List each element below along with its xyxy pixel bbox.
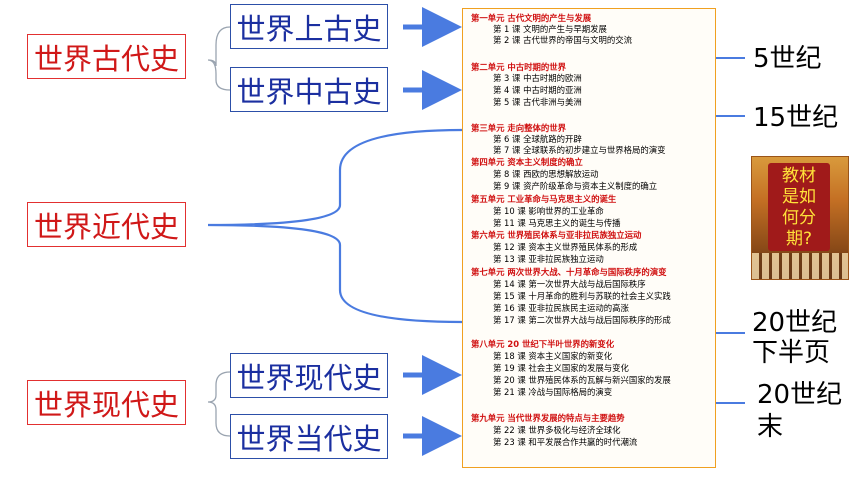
lesson-item: 第 14 课 第一次世界大战与战后国际秩序 — [493, 279, 646, 289]
unit-title: 第六单元 世界殖民体系与亚非拉民族独立运动 — [471, 230, 642, 240]
lesson-item: 第 3 课 中古时期的欧洲 — [493, 73, 582, 83]
colosseum-decoration — [752, 253, 848, 279]
unit-title: 第五单元 工业革命与马克思主义的诞生 — [471, 194, 617, 204]
unit-title: 第三单元 走向整体的世界 — [471, 123, 567, 133]
lesson-item: 第 17 课 第二次世界大战与战后国际秩序的形成 — [493, 315, 671, 325]
era-ancient: 世界古代史 — [27, 34, 186, 79]
lesson-item: 第 15 课 十月革命的胜利与苏联的社会主义实践 — [493, 291, 671, 301]
marker-20th-century-end: 20世纪 — [757, 380, 843, 410]
unit-title: 第四单元 资本主义制度的确立 — [471, 157, 583, 167]
period-antiquity: 世界上古史 — [230, 4, 388, 49]
lesson-item: 第 18 课 资本主义国家的新变化 — [493, 351, 613, 361]
unit-title: 第一单元 古代文明的产生与发展 — [471, 13, 592, 23]
period-middle-ages: 世界中古史 — [230, 67, 388, 112]
textbook-cover-image: 教材 是如 何分 期? — [751, 156, 849, 280]
lesson-item: 第 9 课 资产阶级革命与资本主义制度的确立 — [493, 181, 658, 191]
lesson-item: 第 1 课 文明的产生与早期发展 — [493, 24, 607, 34]
marker-20th-century-half-line2: 下半页 — [752, 338, 831, 368]
lesson-item: 第 5 课 古代非洲与美洲 — [493, 97, 582, 107]
marker-15th-century: 15世纪 — [753, 103, 839, 133]
era-modern: 世界现代史 — [27, 380, 186, 425]
era-early-modern: 世界近代史 — [27, 202, 186, 247]
lesson-item: 第 2 课 古代世界的帝国与文明的交流 — [493, 35, 632, 45]
period-contemporary: 世界当代史 — [230, 414, 388, 459]
lesson-item: 第 19 课 社会主义国家的发展与变化 — [493, 363, 629, 373]
lesson-item: 第 23 课 和平发展合作共赢的时代潮流 — [493, 437, 638, 447]
lesson-item: 第 20 课 世界殖民体系的瓦解与新兴国家的发展 — [493, 375, 671, 385]
lesson-item: 第 4 课 中古时期的亚洲 — [493, 85, 582, 95]
lesson-item: 第 10 课 影响世界的工业革命 — [493, 206, 604, 216]
lesson-item: 第 6 课 全球航路的开辟 — [493, 134, 582, 144]
modern-bracket — [207, 371, 231, 437]
period-modern: 世界现代史 — [230, 353, 388, 398]
lesson-item: 第 11 课 马克思主义的诞生与传播 — [493, 218, 621, 228]
lesson-item: 第 12 课 资本主义世界殖民体系的形成 — [493, 242, 638, 252]
unit-title: 第七单元 两次世界大战、十月革命与国际秩序的演变 — [471, 267, 667, 277]
lesson-item: 第 22 课 世界多极化与经济全球化 — [493, 425, 621, 435]
lesson-item: 第 13 课 亚非拉民族独立运动 — [493, 254, 604, 264]
lesson-item: 第 7 课 全球联系的初步建立与世界格局的演变 — [493, 145, 666, 155]
lesson-item: 第 16 课 亚非拉民族民主运动的高涨 — [493, 303, 629, 313]
book-question: 教材 是如 何分 期? — [768, 163, 830, 251]
marker-5th-century: 5世纪 — [753, 44, 822, 74]
marker-20th-century-half: 20世纪 — [752, 308, 838, 338]
ancient-bracket — [207, 26, 231, 91]
lesson-item: 第 8 课 西欧的思想解放运动 — [493, 169, 599, 179]
unit-title: 第二单元 中古时期的世界 — [471, 62, 567, 72]
unit-title: 第八单元 20 世纪下半叶世界的新变化 — [471, 339, 615, 349]
textbook-contents: 第一单元 古代文明的产生与发展 第 1 课 文明的产生与早期发展 第 2 课 古… — [462, 8, 716, 468]
lesson-item: 第 21 课 冷战与国际格局的演变 — [493, 387, 613, 397]
marker-20th-century-end-line2: 末 — [757, 412, 784, 442]
unit-title: 第九单元 当代世界发展的特点与主要趋势 — [471, 413, 625, 423]
early-modern-bracket — [207, 128, 463, 324]
